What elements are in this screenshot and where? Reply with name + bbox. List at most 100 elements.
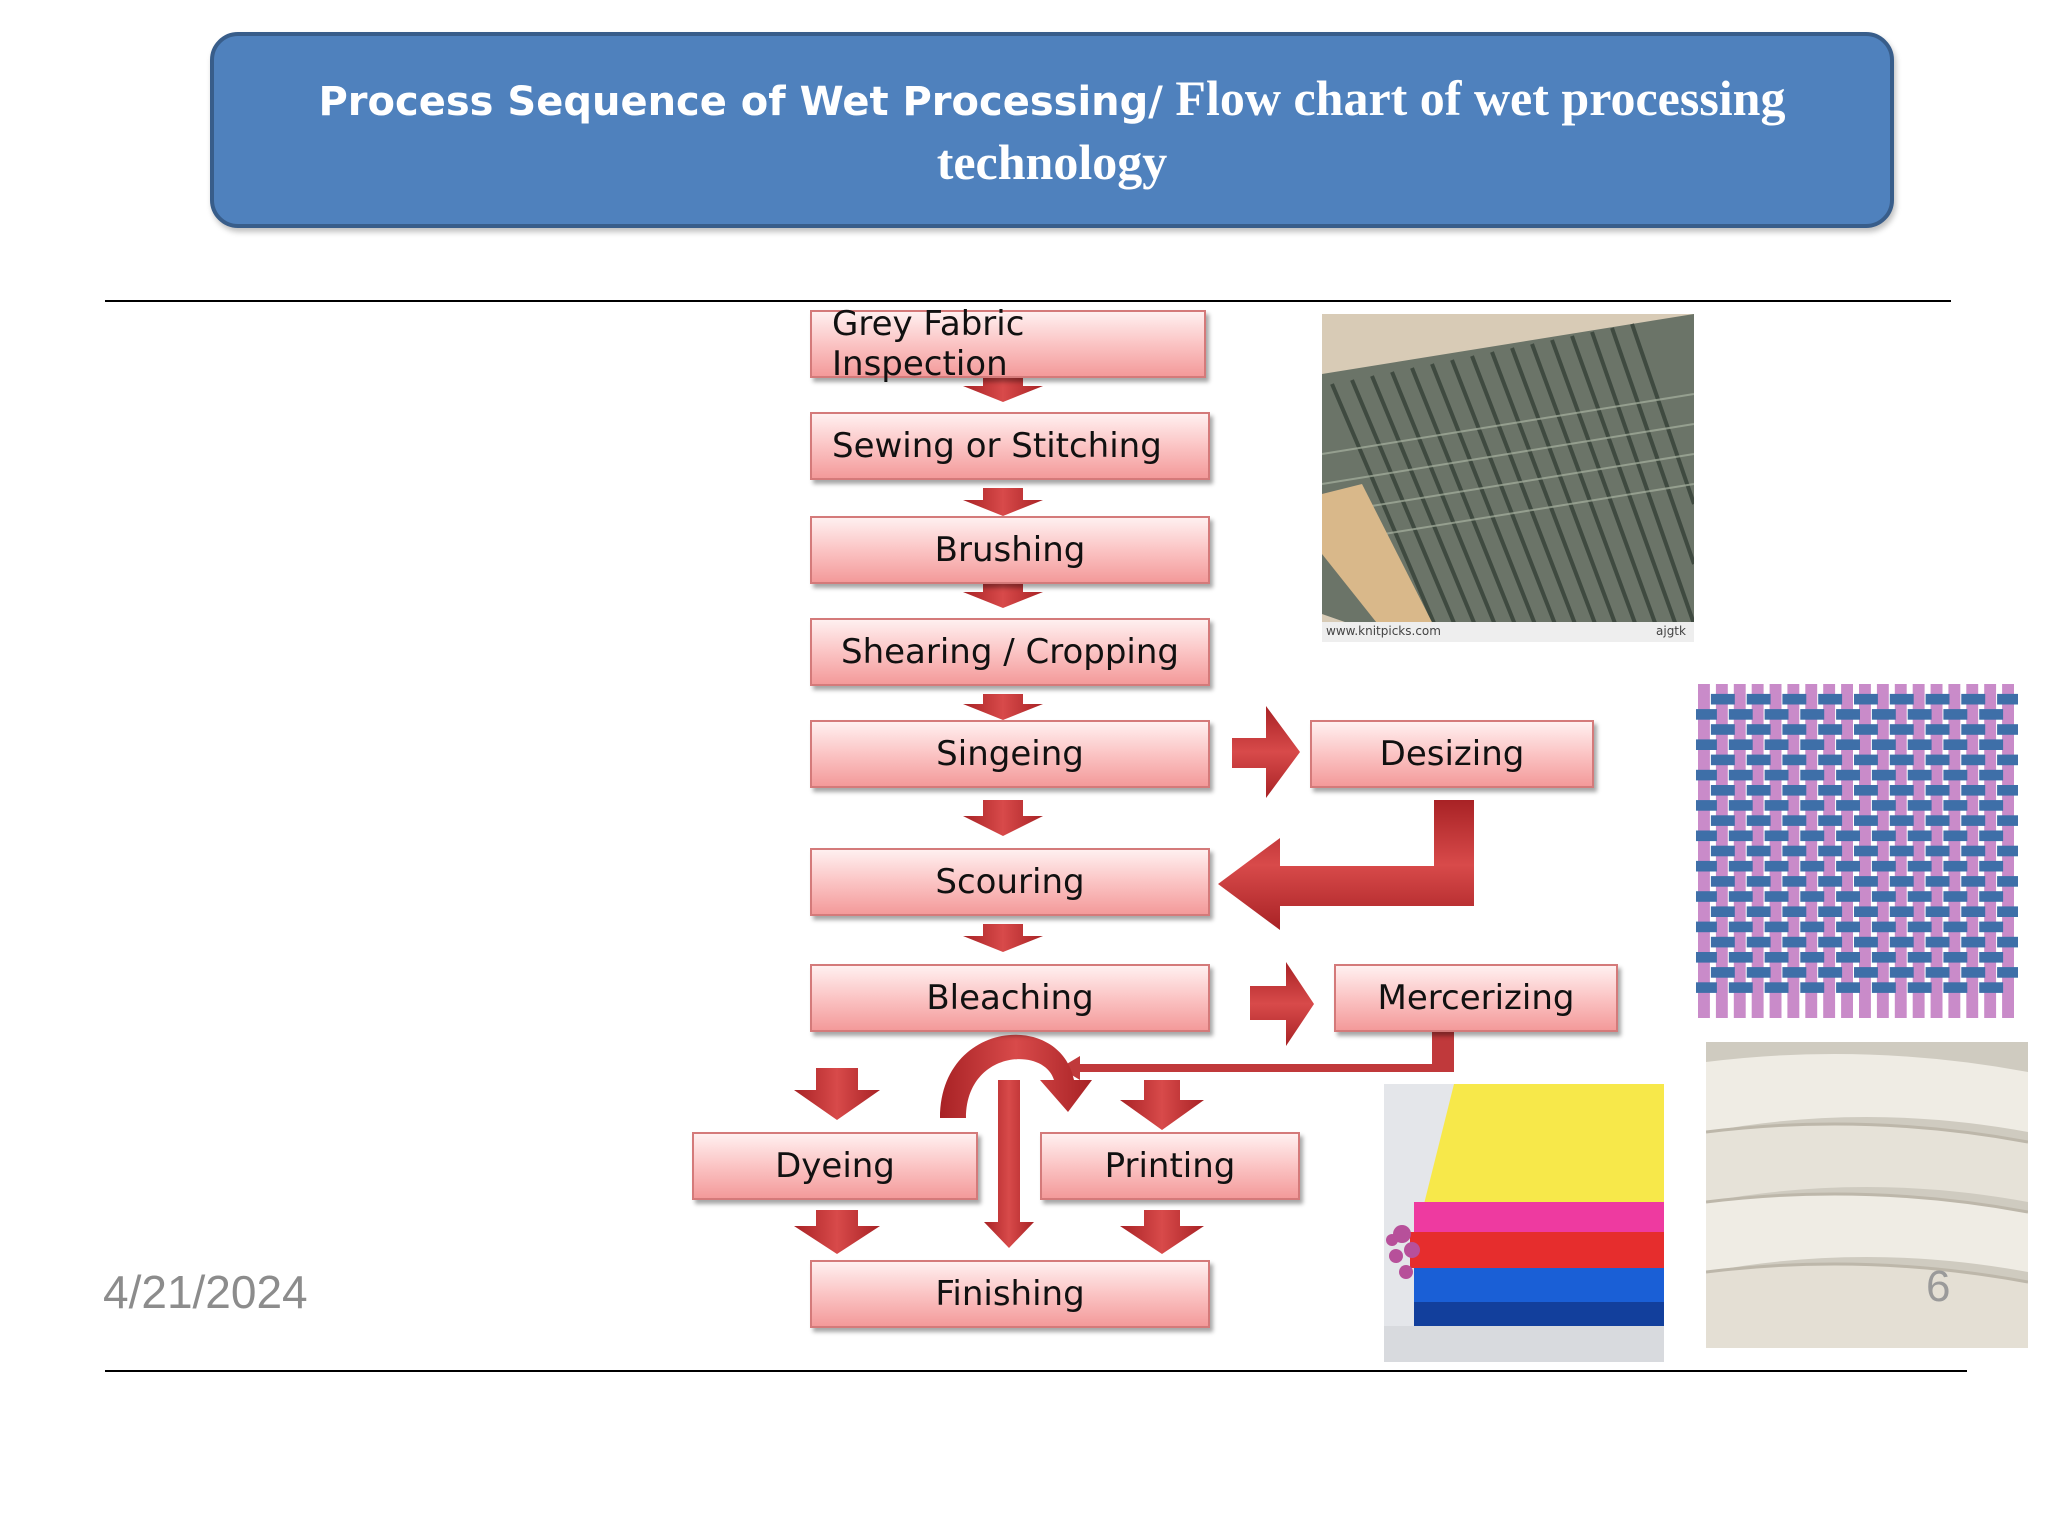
weave-weft-thread xyxy=(1854,967,1878,978)
weave-weft-thread xyxy=(1818,967,1843,978)
weave-weft-thread xyxy=(1764,891,1789,902)
weave-weft-thread xyxy=(1871,709,1896,720)
arrow-down-finishing xyxy=(984,1080,1034,1248)
weave-weft-thread xyxy=(1854,724,1878,735)
weave-weft-thread xyxy=(1889,936,1914,948)
weave-weft-thread xyxy=(1818,754,1843,766)
weave-weft-thread xyxy=(1836,952,1860,963)
weave-warp-thread xyxy=(1769,684,1782,1018)
weave-weft-thread xyxy=(1836,800,1860,811)
weave-weft-thread xyxy=(1696,739,1717,750)
weave-weft-thread xyxy=(1696,769,1717,781)
weave-weft-thread xyxy=(1836,891,1860,902)
weave-weft-thread xyxy=(1943,830,1968,842)
arrow-return-scouring xyxy=(1218,800,1474,930)
weave-weft-thread xyxy=(1979,830,2004,842)
weave-weft-thread xyxy=(1889,876,1914,887)
arrow-down-1 xyxy=(963,376,1043,402)
weave-weft-thread xyxy=(1854,754,1878,766)
arrow-printing-finishing xyxy=(1120,1210,1204,1254)
weave-weft-thread xyxy=(1710,845,1735,857)
weave-weft-thread xyxy=(1943,860,1968,872)
weave-weft-thread xyxy=(1979,739,2004,750)
weave-weft-thread xyxy=(1943,769,1968,781)
weave-weft-thread xyxy=(1782,906,1807,917)
weave-weft-thread xyxy=(1961,876,1986,887)
weave-weft-thread xyxy=(1746,845,1771,857)
weave-warp-thread xyxy=(1841,684,1853,1018)
weave-weft-thread xyxy=(1746,815,1771,826)
weave-weft-thread xyxy=(1800,709,1825,720)
weave-weft-thread xyxy=(1710,876,1735,887)
weave-weft-thread xyxy=(1800,921,1825,933)
weave-weft-thread xyxy=(1710,936,1735,948)
weave-weft-thread xyxy=(1943,982,1968,993)
weave-weft-thread xyxy=(1696,860,1717,872)
title-line-2: technology xyxy=(936,134,1168,190)
weave-weft-thread xyxy=(1979,921,2004,933)
weave-weft-thread xyxy=(1997,936,2018,948)
weave-weft-thread xyxy=(1818,936,1843,948)
weave-weft-thread xyxy=(1728,739,1753,750)
weave-weft-thread xyxy=(1818,693,1843,705)
weave-weft-thread xyxy=(1710,815,1735,826)
top-divider xyxy=(105,300,1951,302)
weave-svg xyxy=(1696,684,2018,1018)
weave-weft-thread xyxy=(1746,693,1771,705)
weave-weft-thread xyxy=(1782,815,1807,826)
weave-weft-thread xyxy=(1696,830,1717,842)
weave-weft-thread xyxy=(1907,982,1932,993)
weave-weft-thread xyxy=(1696,891,1717,902)
arrow-dyeing-finishing xyxy=(794,1210,880,1254)
weave-weft-thread xyxy=(1728,921,1753,933)
slide-page-number: 6 xyxy=(1926,1262,1951,1311)
weave-weft-thread xyxy=(1818,785,1843,796)
weave-weft-thread xyxy=(1997,724,2018,735)
step-dyeing: Dyeing xyxy=(692,1132,978,1200)
weave-weft-thread xyxy=(1871,800,1896,811)
weave-weft-thread xyxy=(1782,785,1807,796)
weave-weft-thread xyxy=(1871,982,1896,993)
weave-weft-thread xyxy=(1782,693,1807,705)
weave-weft-thread xyxy=(1782,936,1807,948)
weave-weft-thread xyxy=(1925,754,1950,766)
weave-weft-thread xyxy=(1907,891,1932,902)
arrow-down-2 xyxy=(963,488,1043,516)
weave-weft-thread xyxy=(1710,724,1735,735)
weave-weft-thread xyxy=(1925,845,1950,857)
weave-weft-thread xyxy=(1782,724,1807,735)
arrow-down-dyeing xyxy=(794,1068,880,1120)
arrow-down-6 xyxy=(963,924,1043,952)
weave-weft-thread xyxy=(1696,921,1717,933)
weave-weft-thread xyxy=(1907,921,1932,933)
weave-weft-thread xyxy=(1728,709,1753,720)
weave-weft-thread xyxy=(1907,952,1932,963)
weave-weft-thread xyxy=(1907,709,1932,720)
step-shearing: Shearing / Cropping xyxy=(810,618,1210,686)
slide-date: 4/21/2024 xyxy=(103,1266,308,1318)
weave-warp-thread xyxy=(1805,684,1818,1018)
weave-weft-thread xyxy=(1800,952,1825,963)
weave-weft-thread xyxy=(1961,906,1986,917)
weave-weft-thread xyxy=(1925,936,1950,948)
weave-weft-thread xyxy=(1979,800,2004,811)
weave-weft-thread xyxy=(1782,845,1807,857)
arrow-down-5 xyxy=(963,800,1043,836)
weave-weft-thread xyxy=(1943,891,1968,902)
weave-weft-thread xyxy=(1710,785,1735,796)
weave-weft-thread xyxy=(1961,724,1986,735)
weave-warp-thread xyxy=(1984,684,1997,1018)
weave-weft-thread xyxy=(1710,906,1735,917)
weave-weft-thread xyxy=(1997,967,2018,978)
weave-weft-thread xyxy=(1728,769,1753,781)
weave-weft-thread xyxy=(1782,754,1807,766)
weave-weft-thread xyxy=(1836,830,1860,842)
weave-weft-thread xyxy=(1871,739,1896,750)
weave-weft-thread xyxy=(1907,800,1932,811)
weave-weft-thread xyxy=(1943,739,1968,750)
loom-photo: www.knitpicks.com ajgtk xyxy=(1322,314,1694,642)
weave-weft-thread xyxy=(1764,709,1789,720)
weave-weft-thread xyxy=(1907,769,1932,781)
weave-weft-thread xyxy=(1696,982,1717,993)
